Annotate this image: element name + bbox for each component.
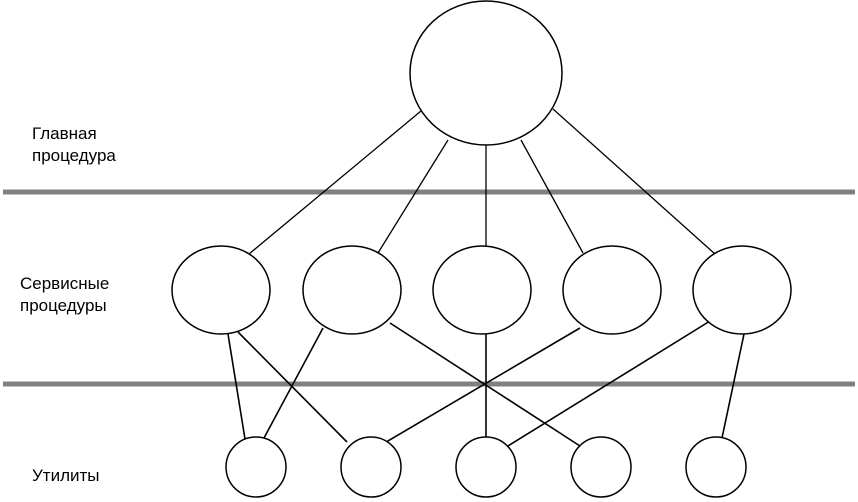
nodes bbox=[171, 0, 792, 498]
service-procedure-node-5 bbox=[692, 245, 792, 335]
service-layer-label: Сервисные процедуры bbox=[20, 273, 109, 317]
utility-node-3 bbox=[455, 436, 517, 498]
edge-s5-u5 bbox=[721, 333, 745, 439]
edge-main-s2 bbox=[377, 139, 449, 254]
main-procedure-node bbox=[409, 0, 563, 146]
edge-main-s1 bbox=[248, 110, 422, 255]
edge-main-s5 bbox=[552, 108, 716, 255]
service-procedure-node-2 bbox=[302, 245, 402, 335]
utility-node-2 bbox=[340, 436, 402, 498]
service-layer-label-line2: процедуры bbox=[20, 296, 107, 315]
edge-s5-u3 bbox=[507, 320, 711, 447]
utility-layer-label: Утилиты bbox=[32, 465, 100, 487]
edge-s1-u2 bbox=[237, 331, 348, 443]
edge-s4-u2 bbox=[380, 327, 581, 446]
edge-s1-u1 bbox=[227, 333, 246, 440]
utility-node-1 bbox=[225, 436, 287, 498]
edge-main-s4 bbox=[520, 139, 584, 254]
edges bbox=[227, 108, 745, 447]
utility-node-5 bbox=[685, 436, 747, 498]
service-procedure-node-1 bbox=[171, 245, 271, 335]
service-procedure-node-4 bbox=[562, 245, 662, 335]
edge-s2-u1 bbox=[263, 327, 324, 439]
main-layer-label: Главная процедура bbox=[32, 123, 116, 167]
main-layer-label-line1: Главная bbox=[32, 124, 97, 143]
service-layer-label-line1: Сервисные bbox=[20, 274, 110, 293]
service-procedure-node-3 bbox=[432, 245, 532, 335]
utility-layer-label-line1: Утилиты bbox=[32, 466, 100, 485]
main-layer-label-line2: процедура bbox=[32, 146, 116, 165]
utility-node-4 bbox=[570, 436, 632, 498]
